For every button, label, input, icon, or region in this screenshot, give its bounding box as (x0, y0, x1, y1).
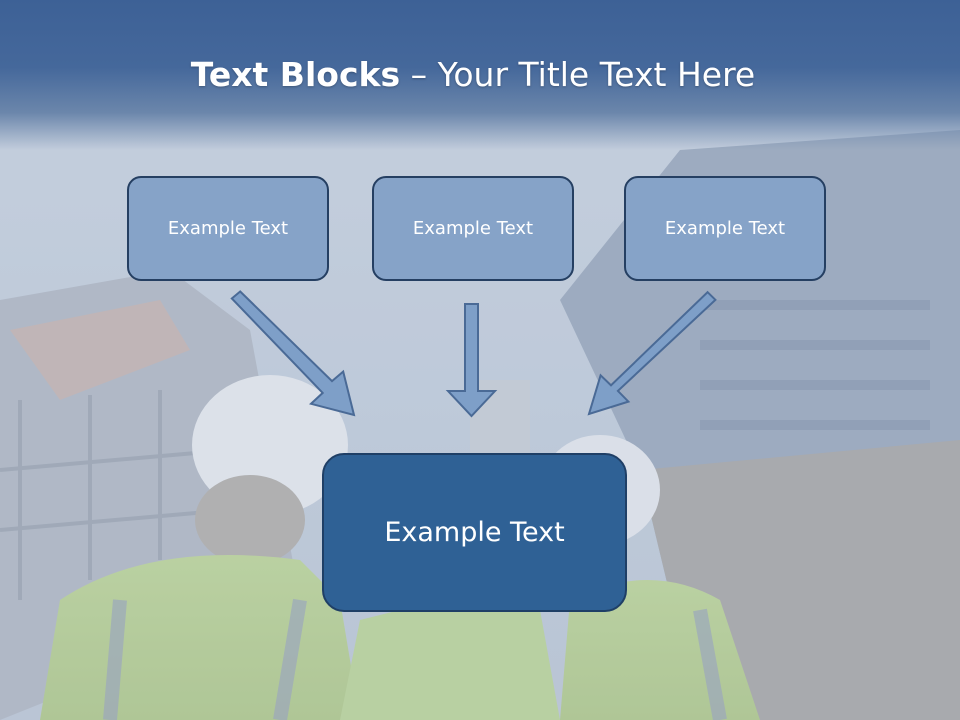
text-block-center-label: Example Text (384, 517, 565, 548)
slide-title: Text Blocks – Your Title Text Here (0, 52, 946, 98)
text-block-3-label: Example Text (664, 218, 786, 239)
text-block-2-label: Example Text (412, 218, 534, 239)
text-block-2[interactable]: Example Text (372, 176, 574, 281)
text-block-1-label: Example Text (167, 218, 289, 239)
title-bold-text: Text Blocks (190, 55, 401, 94)
title-separator: – (400, 55, 438, 94)
text-block-center[interactable]: Example Text (322, 453, 627, 612)
text-block-3[interactable]: Example Text (624, 176, 826, 281)
text-block-1[interactable]: Example Text (127, 176, 329, 281)
title-rest-text: Your Title Text Here (437, 55, 756, 94)
title-band (0, 0, 960, 150)
